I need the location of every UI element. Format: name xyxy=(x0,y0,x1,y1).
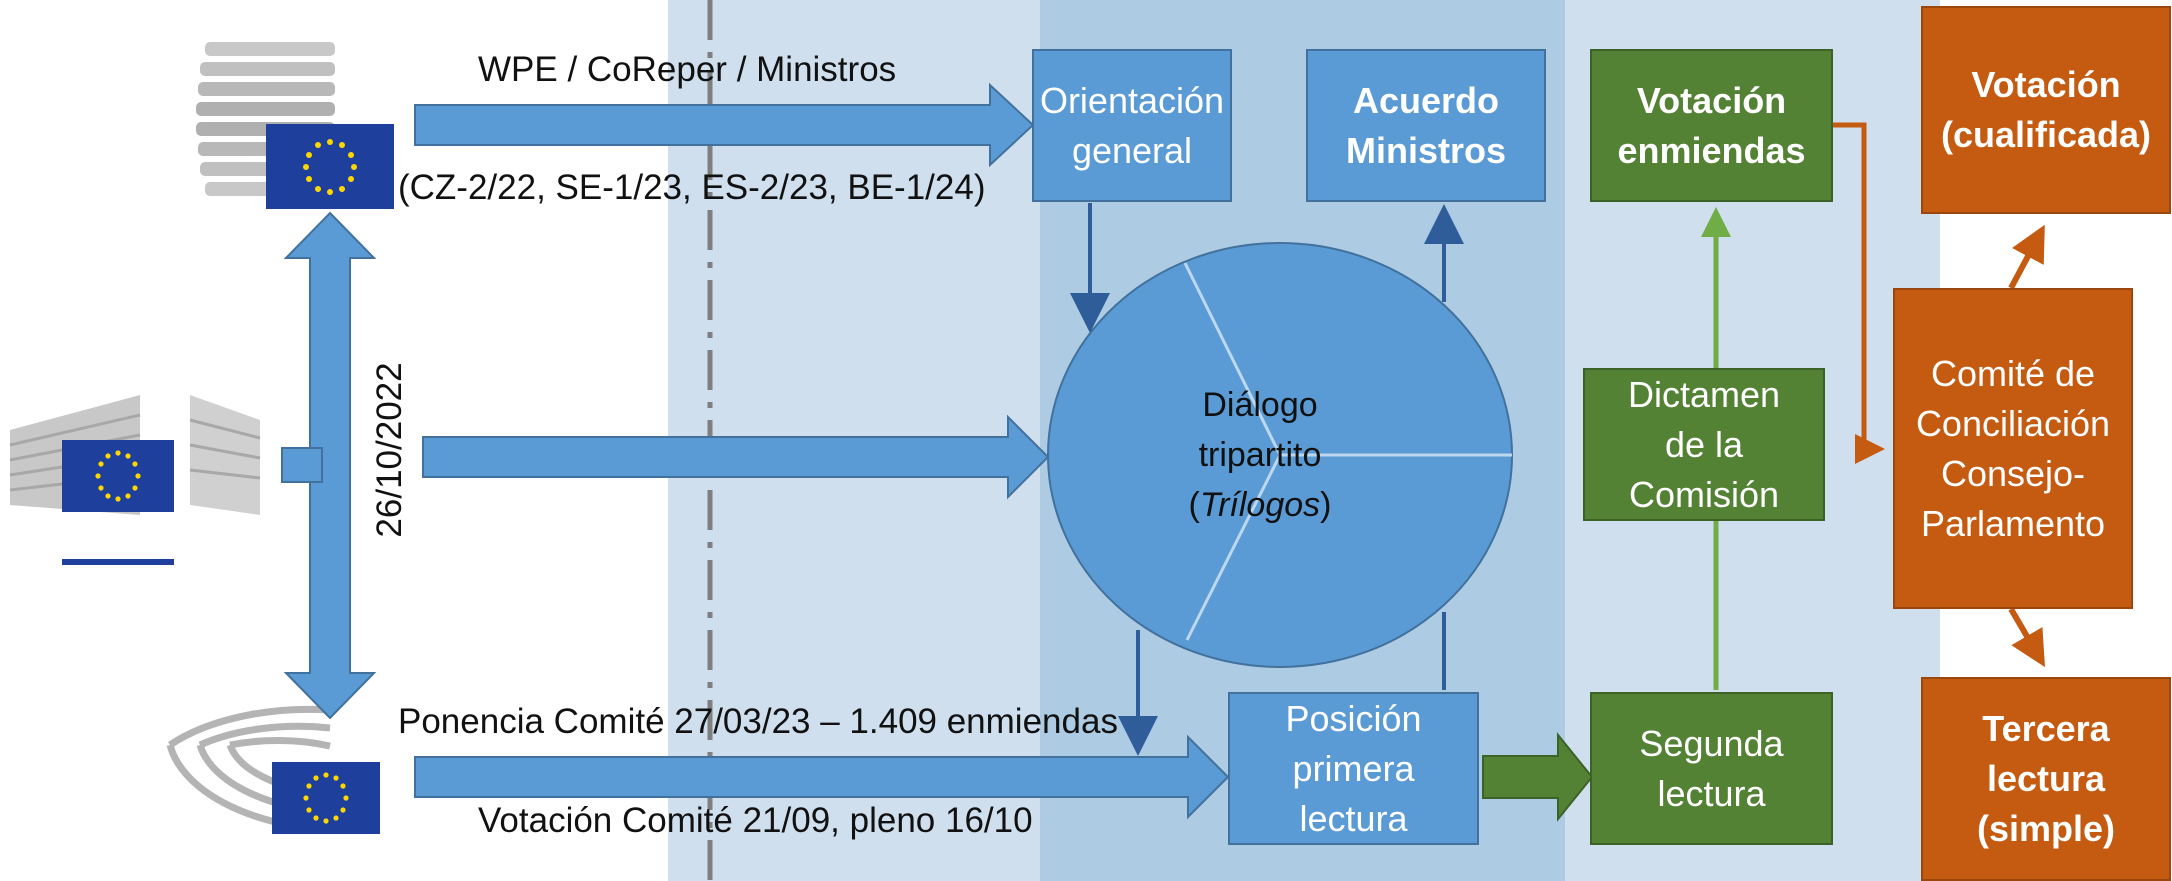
council-building-icon xyxy=(196,42,394,209)
proposal-date: 26/10/2022 xyxy=(370,362,409,538)
connector-votacion-comite xyxy=(1833,122,1885,464)
trilogos-label: Diálogo tripartito (Trílogos) xyxy=(1188,386,1332,524)
commission-connector xyxy=(281,447,323,483)
presidencies-label: (CZ-2/22, SE-1/23, ES-2/23, BE-1/24) xyxy=(398,168,986,207)
connector-comite-tercera xyxy=(2008,607,2046,668)
arrow-parliament xyxy=(414,734,1230,820)
arrow-to-segunda xyxy=(1482,732,1594,822)
parliament-committee-label: Ponencia Comité 27/03/23 – 1.409 enmiend… xyxy=(398,702,1118,741)
arrow-council xyxy=(414,82,1035,168)
box-votacion-cualificada: Votación(cualificada) xyxy=(1921,6,2171,214)
commission-building-icon xyxy=(9,395,261,565)
council-label: WPE / CoReper / Ministros xyxy=(478,50,897,89)
arrow-commission xyxy=(422,414,1050,500)
eu-flag-icon xyxy=(272,762,380,834)
connector-comite-cualificada xyxy=(2008,224,2045,290)
trilogos-circle xyxy=(1047,242,1513,668)
vertical-double-arrow xyxy=(283,211,377,720)
parliament-vote-label: Votación Comité 21/09, pleno 16/10 xyxy=(478,801,1033,840)
